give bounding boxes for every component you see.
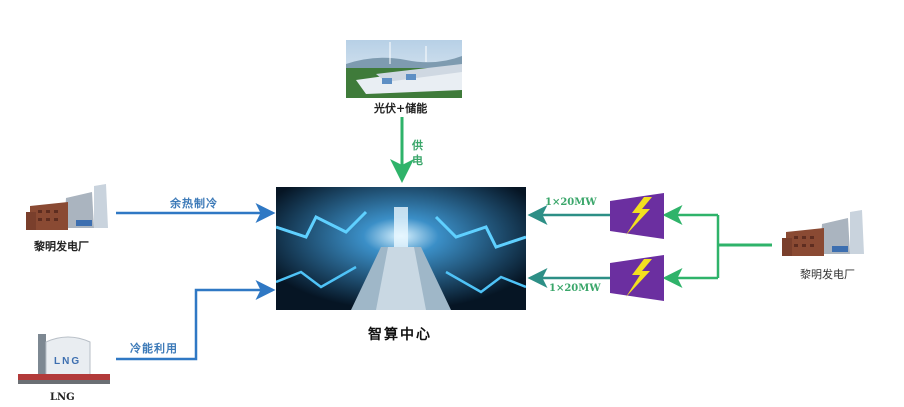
generator-lightning-icon: [610, 255, 664, 301]
data-center-label: 智算中心: [368, 327, 432, 343]
lng-tank-text: LNG: [54, 356, 81, 367]
power-plant-right-label: 黎明发电厂: [800, 268, 855, 281]
power-supply-label-1: 供: [412, 139, 423, 152]
power-plant-left-label: 黎明发电厂: [34, 240, 89, 253]
cold-energy-arrow: [116, 280, 276, 361]
data-center-image: [276, 187, 526, 310]
generator-1: [610, 193, 664, 239]
generator-2-label: 1×20MW: [549, 283, 601, 294]
power-plant-right-image: [780, 208, 870, 258]
solar-storage-label: 光伏+储能: [374, 102, 428, 115]
generator-2: [610, 255, 664, 301]
power-supply-label-2: 电: [412, 154, 423, 167]
generator-lightning-icon: [610, 193, 664, 239]
waste-heat-cooling-label: 余热制冷: [170, 197, 218, 210]
solar-storage-image: [346, 40, 462, 98]
power-plant-left-image: [24, 182, 114, 232]
lng-label: LNG: [50, 392, 75, 403]
lng-tank-image: LNG: [16, 328, 112, 388]
generator-1-label: 1×20MW: [545, 197, 597, 208]
cold-energy-label: 冷能利用: [130, 342, 178, 355]
